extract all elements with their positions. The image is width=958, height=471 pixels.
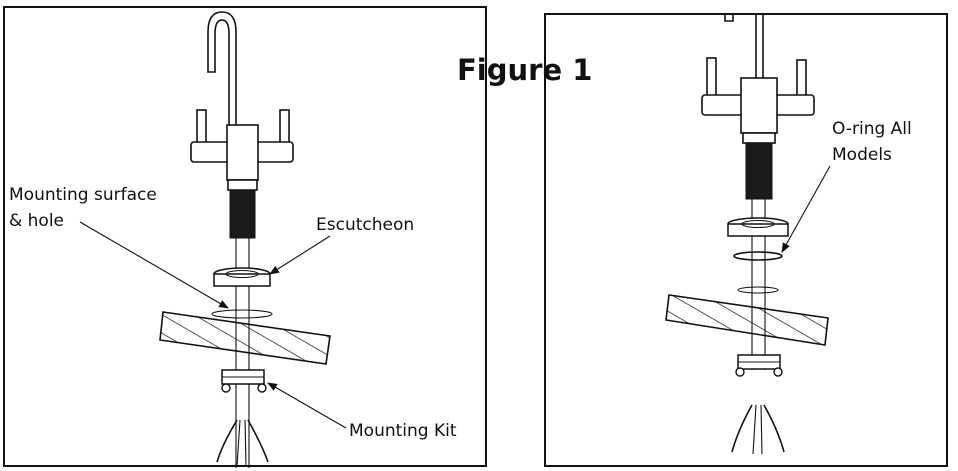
mounting-hole <box>211 309 273 319</box>
right-faucet-body <box>740 77 778 134</box>
right-washer <box>737 286 779 294</box>
counter-slab <box>159 311 331 365</box>
hose-right <box>247 419 269 463</box>
right-body-right-arm <box>773 94 815 116</box>
right-panel-frame <box>544 13 948 467</box>
label-mounting-kit: Mounting Kit <box>349 421 457 441</box>
right-mounting-kit-bolt-left <box>735 367 745 377</box>
faucet-collar <box>227 179 258 191</box>
right-hose-center <box>752 404 763 455</box>
faucet-spout <box>207 11 237 125</box>
faucet-body <box>226 124 259 181</box>
label-mounting-surface-line1: Mounting surface <box>9 185 157 205</box>
escutcheon-ring <box>213 273 271 287</box>
arrow-mounting-surface <box>79 221 229 309</box>
arrow-oring <box>781 165 831 253</box>
right-panel: O-ring All Models <box>544 13 948 467</box>
mounting-kit-bolt-right <box>257 383 267 393</box>
hose-left <box>216 419 238 463</box>
label-oring-line2: Models <box>832 145 892 165</box>
right-hose-left <box>731 404 753 453</box>
arrow-mounting-kit <box>267 382 347 429</box>
right-counter-slab <box>665 294 829 346</box>
right-hose-right <box>763 404 785 453</box>
mounting-kit-bolt-left <box>221 383 231 393</box>
label-escutcheon: Escutcheon <box>316 215 414 235</box>
right-left-handle <box>706 57 717 101</box>
escutcheon-hole <box>225 269 259 279</box>
label-oring-line1: O-ring All <box>832 119 912 139</box>
faucet-body-left-arm <box>190 141 232 163</box>
right-body-left-arm <box>701 94 747 116</box>
figure-title: Figure 1 <box>457 53 592 87</box>
threaded-shank <box>229 189 256 239</box>
o-ring <box>733 251 783 261</box>
right-mounting-kit-bolt-right <box>773 367 783 377</box>
label-mounting-surface-line2: & hole <box>9 211 64 231</box>
arrow-escutcheon <box>269 235 331 275</box>
faucet-spout-neck <box>755 14 764 78</box>
faucet-body-right-arm <box>254 141 294 163</box>
right-escutcheon-ring <box>727 223 789 237</box>
left-panel-frame <box>3 6 487 467</box>
right-threaded-shank <box>745 142 773 200</box>
left-panel: Mounting surface & hole Escutcheon Mount… <box>3 6 487 468</box>
hose-center <box>236 419 247 467</box>
faucet-spout-stub <box>724 14 734 22</box>
right-faucet-collar <box>742 132 776 144</box>
